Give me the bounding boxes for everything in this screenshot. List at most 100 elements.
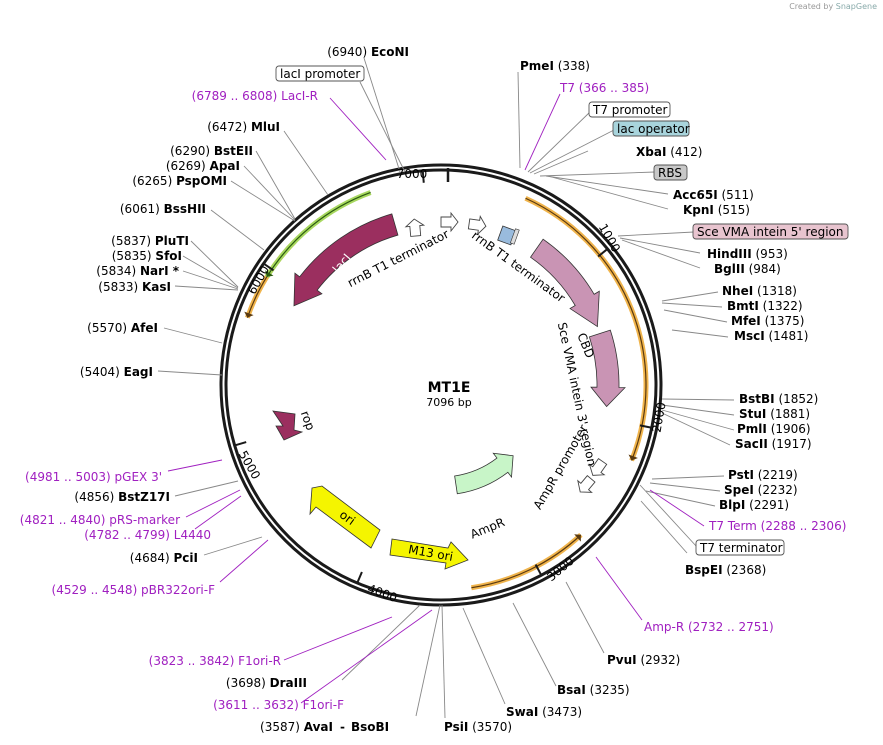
primer-f1ori-f: (3611 .. 3632) F1ori-F bbox=[213, 698, 344, 712]
enzyme-position: (2368) bbox=[723, 563, 767, 577]
line-T7-promoter bbox=[527, 111, 591, 173]
enzyme-stui: StuI (1881) bbox=[739, 407, 810, 421]
enzyme-name: PstI bbox=[728, 468, 754, 482]
enzyme-name: XbaI bbox=[636, 145, 666, 159]
enzyme-position: (2232) bbox=[754, 483, 798, 497]
enzyme-name: ApaI bbox=[210, 159, 240, 173]
enzyme-position: (1906) bbox=[767, 422, 811, 436]
enzyme-position: (953) bbox=[752, 247, 788, 261]
feature-RBS: RBS bbox=[658, 166, 682, 180]
enzyme-mlui: (6472) MluI bbox=[207, 120, 280, 134]
enzyme-acc65i: Acc65I (511) bbox=[673, 188, 754, 202]
line-KasI bbox=[174, 285, 239, 291]
enzyme-blpi: BlpI (2291) bbox=[719, 498, 789, 512]
enzyme-bglii: BglII (984) bbox=[714, 262, 781, 276]
line-Sce-VMA-5 bbox=[617, 231, 695, 237]
line-lac-operator bbox=[529, 129, 615, 174]
enzyme-position: (5404) bbox=[80, 365, 124, 379]
line-SpeI bbox=[649, 482, 721, 492]
line-F1ori-R bbox=[283, 616, 393, 661]
primer-amp-r: Amp-R (2732 .. 2751) bbox=[644, 620, 774, 634]
enzyme-pspomi: (6265) PspOMI bbox=[132, 174, 227, 188]
enzyme-spei: SpeI (2232) bbox=[724, 483, 798, 497]
enzyme-afei: (5570) AfeI bbox=[87, 321, 158, 335]
line-EcoNI bbox=[363, 57, 401, 173]
primer-arc-2 bbox=[471, 534, 582, 589]
line-T7-Term bbox=[649, 489, 705, 527]
enzyme-name: EagI bbox=[124, 365, 153, 379]
enzyme-name: PvuI bbox=[607, 653, 637, 667]
feature-T7-promoter: T7 promoter bbox=[592, 103, 668, 117]
enzyme-name: StuI bbox=[739, 407, 766, 421]
enzyme-name: EcoNI bbox=[371, 45, 409, 59]
line-NarI bbox=[182, 270, 239, 290]
primer-prs-marker: (4821 .. 4840) pRS-marker bbox=[20, 513, 180, 527]
feature-sce-vma-intein-5-box bbox=[692, 223, 849, 240]
enzyme-position: (4856) bbox=[74, 490, 118, 504]
enzyme-kasi: (5833) KasI bbox=[98, 280, 171, 294]
line-BstZ17I bbox=[174, 480, 239, 497]
feature-arrows bbox=[244, 190, 649, 591]
line-NheI bbox=[661, 291, 719, 302]
enzyme-position: (1375) bbox=[761, 314, 805, 328]
enzyme-sfoi: (5835) SfoI bbox=[112, 249, 182, 263]
line-PmlI bbox=[661, 409, 735, 431]
enzyme-avai: (3587) AvaI bbox=[260, 720, 333, 734]
enzyme-position: (3587) bbox=[260, 720, 304, 734]
line-BstEII bbox=[255, 150, 296, 220]
feature-lac-operator: lac operator bbox=[617, 122, 690, 136]
feature-T7-terminator-box bbox=[695, 539, 785, 556]
primer-arc-1 bbox=[525, 197, 647, 461]
enzyme-position: (5837) bbox=[111, 234, 155, 248]
line-F1ori-F bbox=[300, 609, 433, 704]
tick-label-2000: 2000 bbox=[650, 401, 669, 434]
line-BmtI bbox=[661, 302, 723, 308]
label-AmpR-promoter: AmpR promoter bbox=[531, 422, 591, 512]
line-HindIII bbox=[619, 237, 701, 254]
backbone-outer-circle bbox=[219, 163, 663, 607]
primer-arc-3-head bbox=[244, 311, 254, 318]
enzyme-name: KpnI bbox=[683, 203, 714, 217]
feature-rop bbox=[272, 410, 304, 441]
enzyme-name: PmeI bbox=[520, 59, 554, 73]
enzyme-name: SwaI bbox=[506, 705, 538, 719]
line-AvaI bbox=[415, 604, 441, 717]
enzyme-position: (1322) bbox=[759, 299, 803, 313]
enzyme-name: MluI bbox=[251, 120, 280, 134]
enzyme-kpni: KpnI (515) bbox=[683, 203, 750, 217]
enzyme-bsai: BsaI (3235) bbox=[557, 683, 630, 697]
snapgene-credit: Created by SnapGene bbox=[789, 2, 877, 11]
lacI-arc bbox=[266, 191, 371, 278]
primer-pbr322ori-f: (4529 .. 4548) pBR322ori-F bbox=[52, 583, 216, 597]
enzyme-position: (6472) bbox=[207, 120, 251, 134]
line-T7-terminator bbox=[639, 484, 698, 548]
enzyme-position: (5835) bbox=[112, 249, 156, 263]
line-LacI-R bbox=[329, 97, 387, 161]
enzyme-apai: (6269) ApaI bbox=[166, 159, 240, 173]
tick-2000 bbox=[639, 424, 652, 429]
line-BstBI bbox=[661, 398, 735, 401]
line-PmeI bbox=[517, 71, 521, 169]
enzyme-pcii: (4684) PciI bbox=[130, 551, 198, 565]
AmpR-promoter-arrow-2 bbox=[577, 475, 596, 493]
tick-label-4000: 4000 bbox=[366, 581, 399, 605]
line-MscI bbox=[671, 329, 729, 338]
enzyme-position: (1318) bbox=[753, 284, 797, 298]
enzyme-nari: (5834) NarI * bbox=[96, 264, 179, 278]
line-PvuI bbox=[565, 581, 605, 654]
enzyme-bmti: BmtI (1322) bbox=[727, 299, 803, 313]
credit-brand: SnapGene bbox=[835, 2, 877, 11]
label-leader-lines bbox=[157, 57, 735, 719]
enzyme-position: (6269) bbox=[166, 159, 210, 173]
primer-laci-r: (6789 .. 6808) LacI-R bbox=[192, 89, 318, 103]
enzyme-position: (3570) bbox=[468, 720, 512, 734]
enzyme-position: (1881) bbox=[766, 407, 810, 421]
line-T7 bbox=[524, 93, 561, 171]
feature-CBD bbox=[529, 238, 600, 328]
primer-t7: T7 (366 .. 385) bbox=[559, 81, 649, 95]
line-DraIII bbox=[341, 604, 421, 681]
tick-6000 bbox=[263, 262, 275, 272]
line-BlpI bbox=[645, 490, 716, 507]
line-pRS-marker bbox=[185, 489, 241, 518]
line-L4440 bbox=[194, 495, 242, 530]
